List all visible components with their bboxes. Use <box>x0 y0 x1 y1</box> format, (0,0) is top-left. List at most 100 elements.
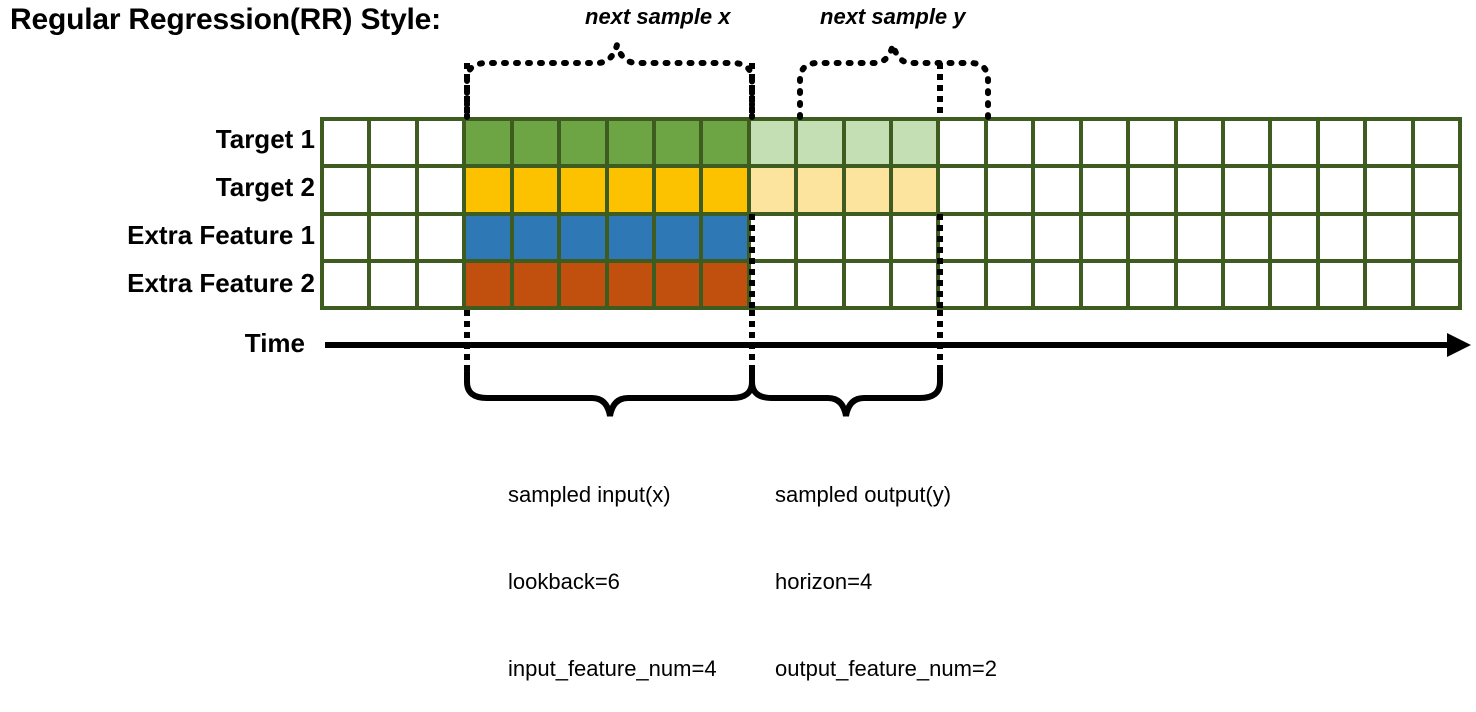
timeseries-grid <box>320 117 1462 310</box>
grid-cell <box>561 215 605 259</box>
grid-cell <box>513 215 558 259</box>
top-braces <box>464 33 991 120</box>
row-label-target-2: Target 2 <box>215 172 315 202</box>
grid-cell <box>987 262 1032 306</box>
grid-cell <box>798 121 842 165</box>
grid-cell <box>418 215 463 259</box>
grid-cell <box>1177 121 1221 165</box>
grid-cell <box>750 215 795 259</box>
grid-cell <box>750 262 795 306</box>
note-sampled-input: sampled input(x) lookback=6 input_featur… <box>508 422 717 712</box>
grid-cell <box>466 262 510 306</box>
note-sampled-output-horizon: horizon=4 <box>775 569 873 595</box>
note-sampled-output-title: sampled output(y) <box>775 482 952 508</box>
grid-cell <box>371 262 415 306</box>
grid-cell <box>987 215 1032 259</box>
grid-cell <box>703 121 747 165</box>
grid-cell <box>1224 215 1269 259</box>
grid-cell <box>371 121 415 165</box>
grid-cell <box>371 168 415 212</box>
grid-cell <box>513 262 558 306</box>
grid-cell <box>703 262 747 306</box>
grid-cell <box>1367 262 1411 306</box>
grid-cell <box>608 262 652 306</box>
grid-cell <box>1177 168 1221 212</box>
grid-cell <box>1130 168 1174 212</box>
dotted-guide-input-start-lower <box>464 310 470 372</box>
time-axis-line <box>325 342 1455 348</box>
grid-cell <box>561 262 605 306</box>
grid-cell <box>371 215 415 259</box>
grid-cell <box>940 168 984 212</box>
grid-cell <box>1035 215 1079 259</box>
annotation-next-sample-x: next sample x <box>585 4 731 29</box>
grid-cell <box>655 215 700 259</box>
dotted-guide-output-end-mid <box>937 214 943 310</box>
grid-cell <box>1224 262 1269 306</box>
grid-cell <box>1367 215 1411 259</box>
row-label-extra-feature-2: Extra Feature 2 <box>127 268 315 298</box>
grid-cell <box>893 121 937 165</box>
grid-cell <box>1177 215 1221 259</box>
grid-cell <box>1082 262 1127 306</box>
grid-cell <box>1035 168 1079 212</box>
note-sampled-input-title: sampled input(x) <box>508 482 671 508</box>
grid-cell <box>1367 121 1411 165</box>
grid-cell <box>1319 121 1364 165</box>
grid-cell <box>561 121 605 165</box>
note-sampled-input-lookback: lookback=6 <box>508 569 620 595</box>
grid-cell <box>940 262 984 306</box>
grid-cell <box>1414 262 1458 306</box>
annotation-next-sample-y: next sample y <box>820 4 966 29</box>
grid-cell <box>940 121 984 165</box>
grid-cell <box>750 168 795 212</box>
grid-cell <box>987 168 1032 212</box>
grid-cell <box>1224 121 1269 165</box>
grid-cell <box>1414 168 1458 212</box>
grid-cell <box>750 121 795 165</box>
grid-cell <box>655 121 700 165</box>
grid-cell <box>1319 168 1364 212</box>
grid-cell <box>466 215 510 259</box>
grid-cell <box>418 262 463 306</box>
grid-cell <box>608 168 652 212</box>
grid-cell <box>1082 121 1127 165</box>
grid-cell <box>1319 262 1364 306</box>
grid-cell <box>1035 262 1079 306</box>
grid-cell <box>1272 121 1316 165</box>
dotted-guide-output-end <box>937 63 943 117</box>
arrow-right-icon <box>1447 333 1471 357</box>
grid-cell <box>893 168 937 212</box>
dotted-guide-split-mid <box>749 214 755 310</box>
grid-cell <box>1272 215 1316 259</box>
grid-cell <box>1414 121 1458 165</box>
grid-cell <box>1319 215 1364 259</box>
grid-cell <box>324 121 368 165</box>
grid-cell <box>940 215 984 259</box>
grid-cell <box>561 168 605 212</box>
grid-cell <box>324 215 368 259</box>
row-label-extra-feature-1: Extra Feature 1 <box>127 220 315 250</box>
bottom-braces <box>464 369 943 417</box>
grid-cell <box>513 168 558 212</box>
grid-cell <box>845 121 889 165</box>
grid-cell <box>418 121 463 165</box>
grid-cell <box>655 168 700 212</box>
dotted-guide-split-lower <box>749 310 755 372</box>
grid-cell <box>1272 168 1316 212</box>
grid-cell <box>608 121 652 165</box>
grid-cell <box>1035 121 1079 165</box>
grid-cell <box>798 215 842 259</box>
grid-cell <box>1082 168 1127 212</box>
grid-cell <box>845 215 889 259</box>
page-title: Regular Regression(RR) Style: <box>10 3 441 36</box>
grid-cell <box>845 262 889 306</box>
grid-cell <box>608 215 652 259</box>
grid-cell <box>655 262 700 306</box>
grid-cell <box>418 168 463 212</box>
time-axis-label: Time <box>244 328 305 358</box>
grid-cell <box>1130 215 1174 259</box>
grid-cell <box>466 121 510 165</box>
row-label-target-1: Target 1 <box>215 124 315 154</box>
grid-cell <box>1082 215 1127 259</box>
